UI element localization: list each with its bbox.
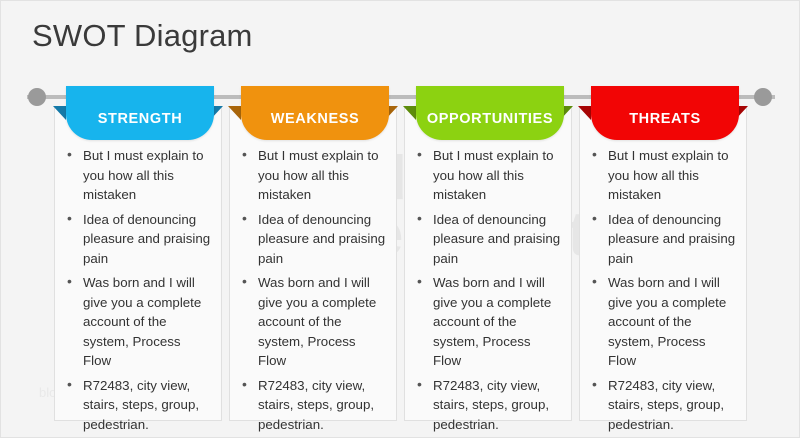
list-item: Idea of denouncing pleasure and praising… [62,209,212,269]
ribbon-fold-left-icon [53,106,66,120]
list-item: Was born and I will give you a complete … [587,272,737,371]
list-item: But I must explain to you how all this m… [62,145,212,205]
bullet-list: But I must explain to you how all this m… [579,145,747,437]
list-item: Was born and I will give you a complete … [62,272,212,371]
swot-banner-strength[interactable]: STRENGTH [66,86,214,140]
list-item: Idea of denouncing pleasure and praising… [412,209,562,269]
connector-line [27,95,775,99]
list-item: R72483, city view, stairs, steps, group,… [412,375,562,435]
page-title: SWOT Diagram [32,18,253,53]
swot-banner-threats[interactable]: THREATS [591,86,739,140]
list-item: Idea of denouncing pleasure and praising… [587,209,737,269]
list-item: But I must explain to you how all this m… [412,145,562,205]
ribbon-fold-left-icon [403,106,416,120]
list-item: R72483, city view, stairs, steps, group,… [587,375,737,435]
list-item: Was born and I will give you a complete … [412,272,562,371]
swot-banner-label: STRENGTH [97,111,183,127]
swot-banner-label: WEAKNESS [270,111,360,127]
list-item: But I must explain to you how all this m… [587,145,737,205]
swot-banner-label: OPPORTUNITIES [426,111,554,127]
ribbon-fold-left-icon [578,106,591,120]
swot-banner-weakness[interactable]: WEAKNESS [241,86,389,140]
ribbon-fold-left-icon [228,106,241,120]
connector-endpoint-left-icon [28,88,46,106]
list-item: Was born and I will give you a complete … [237,272,387,371]
swot-column-threats[interactable]: THREATS But I must explain to you how al… [578,86,748,432]
swot-banner-opportunities[interactable]: OPPORTUNITIES [416,86,564,140]
swot-banner-label: THREATS [629,111,701,127]
bullet-list: But I must explain to you how all this m… [229,145,397,437]
list-item: R72483, city view, stairs, steps, group,… [237,375,387,435]
swot-column-strength[interactable]: STRENGTH But I must explain to you how a… [53,86,223,432]
swot-column-opportunities[interactable]: OPPORTUNITIES But I must explain to you … [403,86,573,432]
bullet-list: But I must explain to you how all this m… [54,145,222,437]
connector-endpoint-right-icon [754,88,772,106]
list-item: Idea of denouncing pleasure and praising… [237,209,387,269]
bullet-list: But I must explain to you how all this m… [404,145,572,437]
swot-column-weakness[interactable]: WEAKNESS But I must explain to you how a… [228,86,398,432]
list-item: But I must explain to you how all this m… [237,145,387,205]
list-item: R72483, city view, stairs, steps, group,… [62,375,212,435]
